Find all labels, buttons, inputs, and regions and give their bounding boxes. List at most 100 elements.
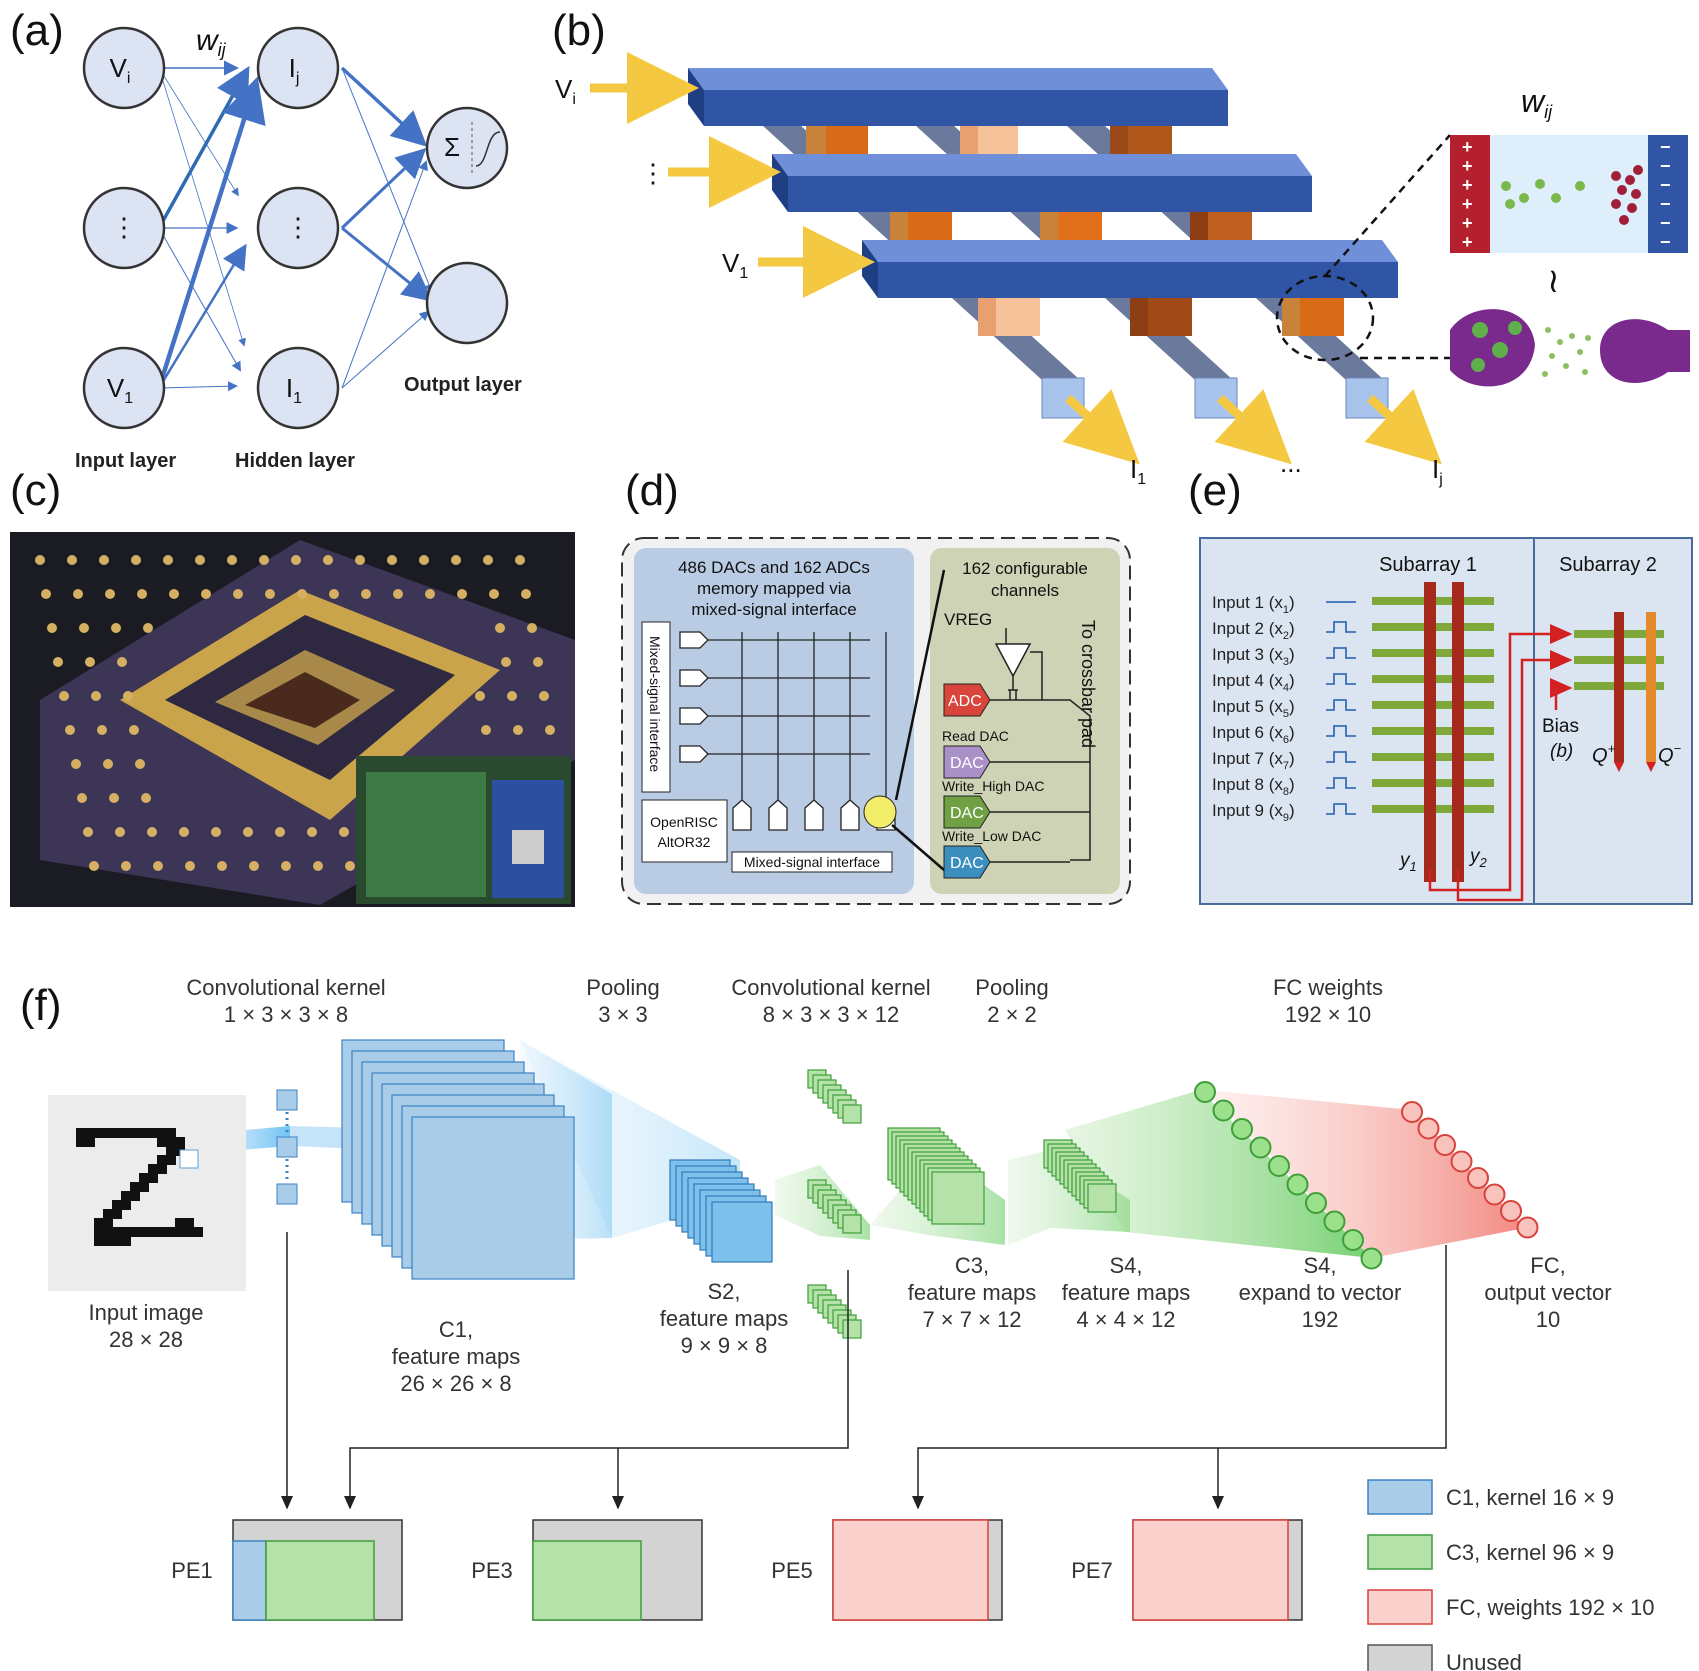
chip-pin bbox=[275, 827, 285, 837]
digit-pixel bbox=[121, 1200, 131, 1210]
chip-pin bbox=[513, 725, 523, 735]
adc-symbol bbox=[840, 799, 860, 831]
pulse-icon bbox=[1326, 647, 1356, 659]
digit-pixel bbox=[148, 1227, 158, 1237]
digit-pixel bbox=[112, 1227, 122, 1237]
hidden-node-ij bbox=[256, 26, 340, 110]
caption-fc: FC weights bbox=[1273, 975, 1383, 1000]
digit-pixel bbox=[166, 1128, 176, 1138]
digit-pixel bbox=[175, 1218, 185, 1228]
digit-pixel bbox=[184, 1227, 194, 1237]
legend-label: C3, kernel 96 × 9 bbox=[1446, 1540, 1614, 1565]
digit-pixel bbox=[103, 1128, 113, 1138]
col-label-ij: Ij bbox=[1432, 454, 1443, 488]
vector-node bbox=[1249, 1136, 1272, 1159]
svg-text:+: + bbox=[1462, 156, 1473, 176]
row-label-dots: ⋮ bbox=[640, 158, 666, 188]
mapping-arrows bbox=[281, 1232, 1447, 1510]
c3-kernel-stacks bbox=[807, 1069, 862, 1339]
output-node bbox=[1483, 1183, 1506, 1206]
dac-symbol bbox=[679, 707, 709, 725]
chip-pin bbox=[361, 589, 371, 599]
chip-pin bbox=[103, 759, 113, 769]
output-nodes bbox=[1401, 1101, 1539, 1239]
hidden-node-dots bbox=[256, 186, 340, 270]
input-label: Input 5 (x5) bbox=[1212, 697, 1295, 720]
pulse-icon bbox=[1326, 621, 1356, 633]
chip-pin bbox=[345, 861, 355, 871]
digit-pixel bbox=[148, 1164, 158, 1174]
s4-feature-maps bbox=[1043, 1139, 1117, 1213]
input-label: Input 2 (x2) bbox=[1212, 619, 1295, 642]
qminus-label: Q− bbox=[1658, 741, 1682, 767]
caption-vector-size: 192 bbox=[1302, 1307, 1339, 1332]
chip-pin bbox=[507, 691, 517, 701]
vreg-label: VREG bbox=[944, 610, 992, 629]
chip-pin bbox=[141, 793, 151, 803]
s2-feature-maps bbox=[669, 1159, 773, 1263]
output-node bbox=[1467, 1167, 1489, 1189]
legend-swatch bbox=[1367, 1589, 1433, 1625]
write-high-label: Write_High DAC bbox=[942, 778, 1044, 794]
caption-conv2-size: 8 × 3 × 3 × 12 bbox=[763, 1002, 899, 1027]
chip-pin bbox=[89, 861, 99, 871]
svg-text:+: + bbox=[1462, 232, 1473, 252]
adc-symbol bbox=[768, 799, 788, 831]
panel-b: (b) bbox=[552, 6, 1690, 488]
digit-pixel bbox=[94, 1218, 104, 1228]
chip-pin bbox=[339, 827, 349, 837]
vector-node bbox=[1360, 1247, 1383, 1270]
chip-pin bbox=[85, 657, 95, 667]
chip-pin bbox=[489, 589, 499, 599]
chip-pin bbox=[135, 759, 145, 769]
digit-pixel bbox=[85, 1128, 95, 1138]
digit-pixel bbox=[130, 1128, 140, 1138]
svg-text:+: + bbox=[1462, 213, 1473, 233]
chip-pin bbox=[297, 589, 307, 599]
panel-e: (e) Subarray 1 Subarray 2 Input 1 (x1)In… bbox=[1188, 466, 1693, 905]
dac-symbol bbox=[679, 745, 709, 763]
subarray2-label: Subarray 2 bbox=[1559, 554, 1657, 576]
chip-pin bbox=[163, 555, 173, 565]
svg-text:−: − bbox=[1660, 137, 1671, 157]
panel-c-label: (c) bbox=[10, 466, 61, 515]
chip-pin bbox=[393, 589, 403, 599]
vector-node bbox=[1323, 1210, 1346, 1233]
panel-f: (f) Convolutional kernel 1 × 3 × 3 × 8 P… bbox=[20, 975, 1655, 1671]
chip-pin bbox=[211, 827, 221, 837]
chip-pin bbox=[243, 827, 253, 837]
pe7-label: PE7 bbox=[1071, 1558, 1113, 1583]
svg-text:−: − bbox=[1660, 194, 1671, 214]
cpu-box bbox=[641, 799, 728, 863]
panel-b-label: (b) bbox=[552, 6, 606, 55]
chip-pin bbox=[131, 555, 141, 565]
col-label-i1: I1 bbox=[1130, 454, 1146, 488]
chip-pin bbox=[533, 657, 543, 667]
caption-pool1-size: 3 × 3 bbox=[598, 1002, 648, 1027]
dac-symbol bbox=[679, 669, 709, 687]
flow-c3-s4 bbox=[1008, 1150, 1130, 1245]
channel-title-1: 162 configurable bbox=[962, 559, 1088, 578]
vector-node bbox=[1212, 1099, 1235, 1122]
panel-a-label: (a) bbox=[10, 6, 64, 55]
write-low-dac-text: DAC bbox=[950, 855, 984, 872]
column-y2 bbox=[1452, 582, 1464, 882]
input-image bbox=[48, 1095, 246, 1291]
panel-d: (d) 486 DACs and 162 ADCs memory mapped … bbox=[621, 466, 1131, 905]
vector-node bbox=[1342, 1229, 1364, 1251]
caption-s4: S4, bbox=[1109, 1253, 1142, 1278]
read-dac-block bbox=[943, 745, 991, 779]
kernel-cube bbox=[842, 1104, 862, 1124]
digit-pixel bbox=[103, 1218, 113, 1228]
pe7 bbox=[1132, 1519, 1303, 1621]
input-label: Input 7 (x7) bbox=[1212, 749, 1295, 772]
vertical-interface-label: Mixed-signal interface bbox=[647, 636, 663, 772]
chip-pin bbox=[97, 725, 107, 735]
legend-swatch bbox=[1367, 1534, 1433, 1570]
digit-pixel bbox=[139, 1128, 149, 1138]
caption-vector: S4, bbox=[1303, 1253, 1336, 1278]
caption-s4-size: 4 × 4 × 12 bbox=[1076, 1307, 1175, 1332]
chip-pin bbox=[521, 589, 531, 599]
digit-pixel bbox=[157, 1227, 167, 1237]
column-ends bbox=[1041, 377, 1389, 419]
